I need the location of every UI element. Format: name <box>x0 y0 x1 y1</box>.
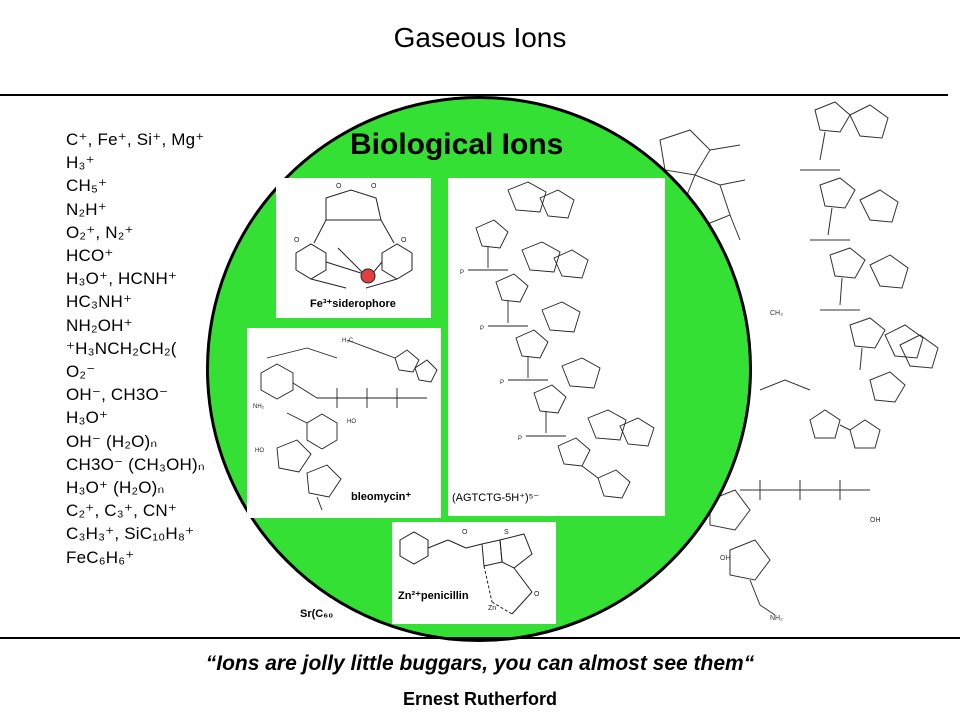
svg-text:NH₂: NH₂ <box>770 615 783 622</box>
ion-item: O₂⁻ <box>66 362 96 382</box>
ion-item: OH⁻ (H₂O)ₙ <box>66 431 158 451</box>
bottom-divider <box>0 637 960 639</box>
svg-text:O: O <box>336 183 342 190</box>
penicillin-caption: Zn²⁺penicillin <box>398 590 469 602</box>
ion-item: HCO⁺ <box>66 246 114 266</box>
ion-item: H₃O⁺, HCNH⁺ <box>66 269 178 289</box>
svg-text:P: P <box>460 270 464 276</box>
ion-item: H₃O⁺ (H₂O)ₙ <box>66 478 165 498</box>
dna-panel: P P P P (AGTCTG-5H⁺)⁵⁻ <box>448 178 665 516</box>
background-structures: CH₃ OH OH NH₂ <box>659 101 939 622</box>
ion-item: HC₃NH⁺ <box>66 292 133 312</box>
svg-text:P: P <box>480 326 484 332</box>
svg-text:O: O <box>401 237 407 244</box>
svg-text:CH₃: CH₃ <box>770 310 783 317</box>
ion-item: OH⁻, CH3O⁻ <box>66 385 169 405</box>
quote-text: “Ions are jolly little buggars, you can … <box>205 652 755 675</box>
gaseous-ion-list: C⁺, Fe⁺, Si⁺, Mg⁺ H₃⁺ CH₅⁺ N₂H⁺ O₂⁺, N₂⁺… <box>66 128 306 569</box>
bleomycin-caption: bleomycin⁺ <box>351 491 412 503</box>
svg-text:Zn: Zn <box>488 605 496 612</box>
ion-item: C⁺, Fe⁺, Si⁺, Mg⁺ <box>66 130 205 149</box>
svg-text:O: O <box>462 529 468 536</box>
siderophore-caption: Fe³⁺siderophore <box>310 298 396 310</box>
svg-text:HO: HO <box>347 419 356 425</box>
ion-item: ⁺H₃NCH₂CH₂( <box>66 338 177 358</box>
ion-item: C₃H₃⁺, SiC₁₀H₈⁺ <box>66 524 195 544</box>
svg-text:P: P <box>500 380 504 386</box>
svg-text:OH: OH <box>720 555 731 562</box>
penicillin-panel: O S Zn O Zn²⁺penicillin <box>392 522 556 624</box>
top-divider <box>0 94 948 96</box>
svg-text:P: P <box>518 436 522 442</box>
dna-caption: (AGTCTG-5H⁺)⁵⁻ <box>452 492 540 504</box>
ion-item: C₂⁺, C₃⁺, CN⁺ <box>66 501 178 521</box>
ion-item: H₃O⁺ <box>66 408 109 428</box>
svg-text:NH₂: NH₂ <box>253 404 265 410</box>
partial-caption: Sr(C₆₀ <box>300 608 334 620</box>
siderophore-panel: O O O O Fe³⁺siderophore <box>276 178 431 318</box>
svg-text:O: O <box>534 591 540 598</box>
bleomycin-panel: H₃C NH₂ HO HO bleomycin⁺ <box>247 328 441 518</box>
svg-text:OH: OH <box>870 517 881 524</box>
ion-item: N₂H⁺ <box>66 199 107 219</box>
svg-text:HO: HO <box>255 448 264 454</box>
dna-structure: P P P P <box>460 181 655 499</box>
svg-text:H₃C: H₃C <box>342 338 354 344</box>
circle-title: Biological Ions <box>350 128 564 161</box>
ion-item: H₃⁺ <box>66 153 95 173</box>
ion-item: CH3O⁻ (CH₃OH)ₙ <box>66 454 205 474</box>
svg-text:O: O <box>371 183 377 190</box>
svg-text:S: S <box>504 529 509 536</box>
ion-item: O₂⁺, N₂⁺ <box>66 222 134 242</box>
page-title: Gaseous Ions <box>393 22 567 53</box>
ion-item: NH₂OH⁺ <box>66 315 133 335</box>
penicillin-structure: O S Zn O <box>399 529 540 615</box>
quote-author: Ernest Rutherford <box>402 689 557 709</box>
svg-text:O: O <box>294 237 300 244</box>
bleomycin-structure: H₃C NH₂ HO HO <box>253 338 438 511</box>
siderophore-structure: O O O O <box>294 183 413 289</box>
ion-item: CH₅⁺ <box>66 176 108 196</box>
ion-item: FeC₆H₆⁺ <box>66 547 135 567</box>
